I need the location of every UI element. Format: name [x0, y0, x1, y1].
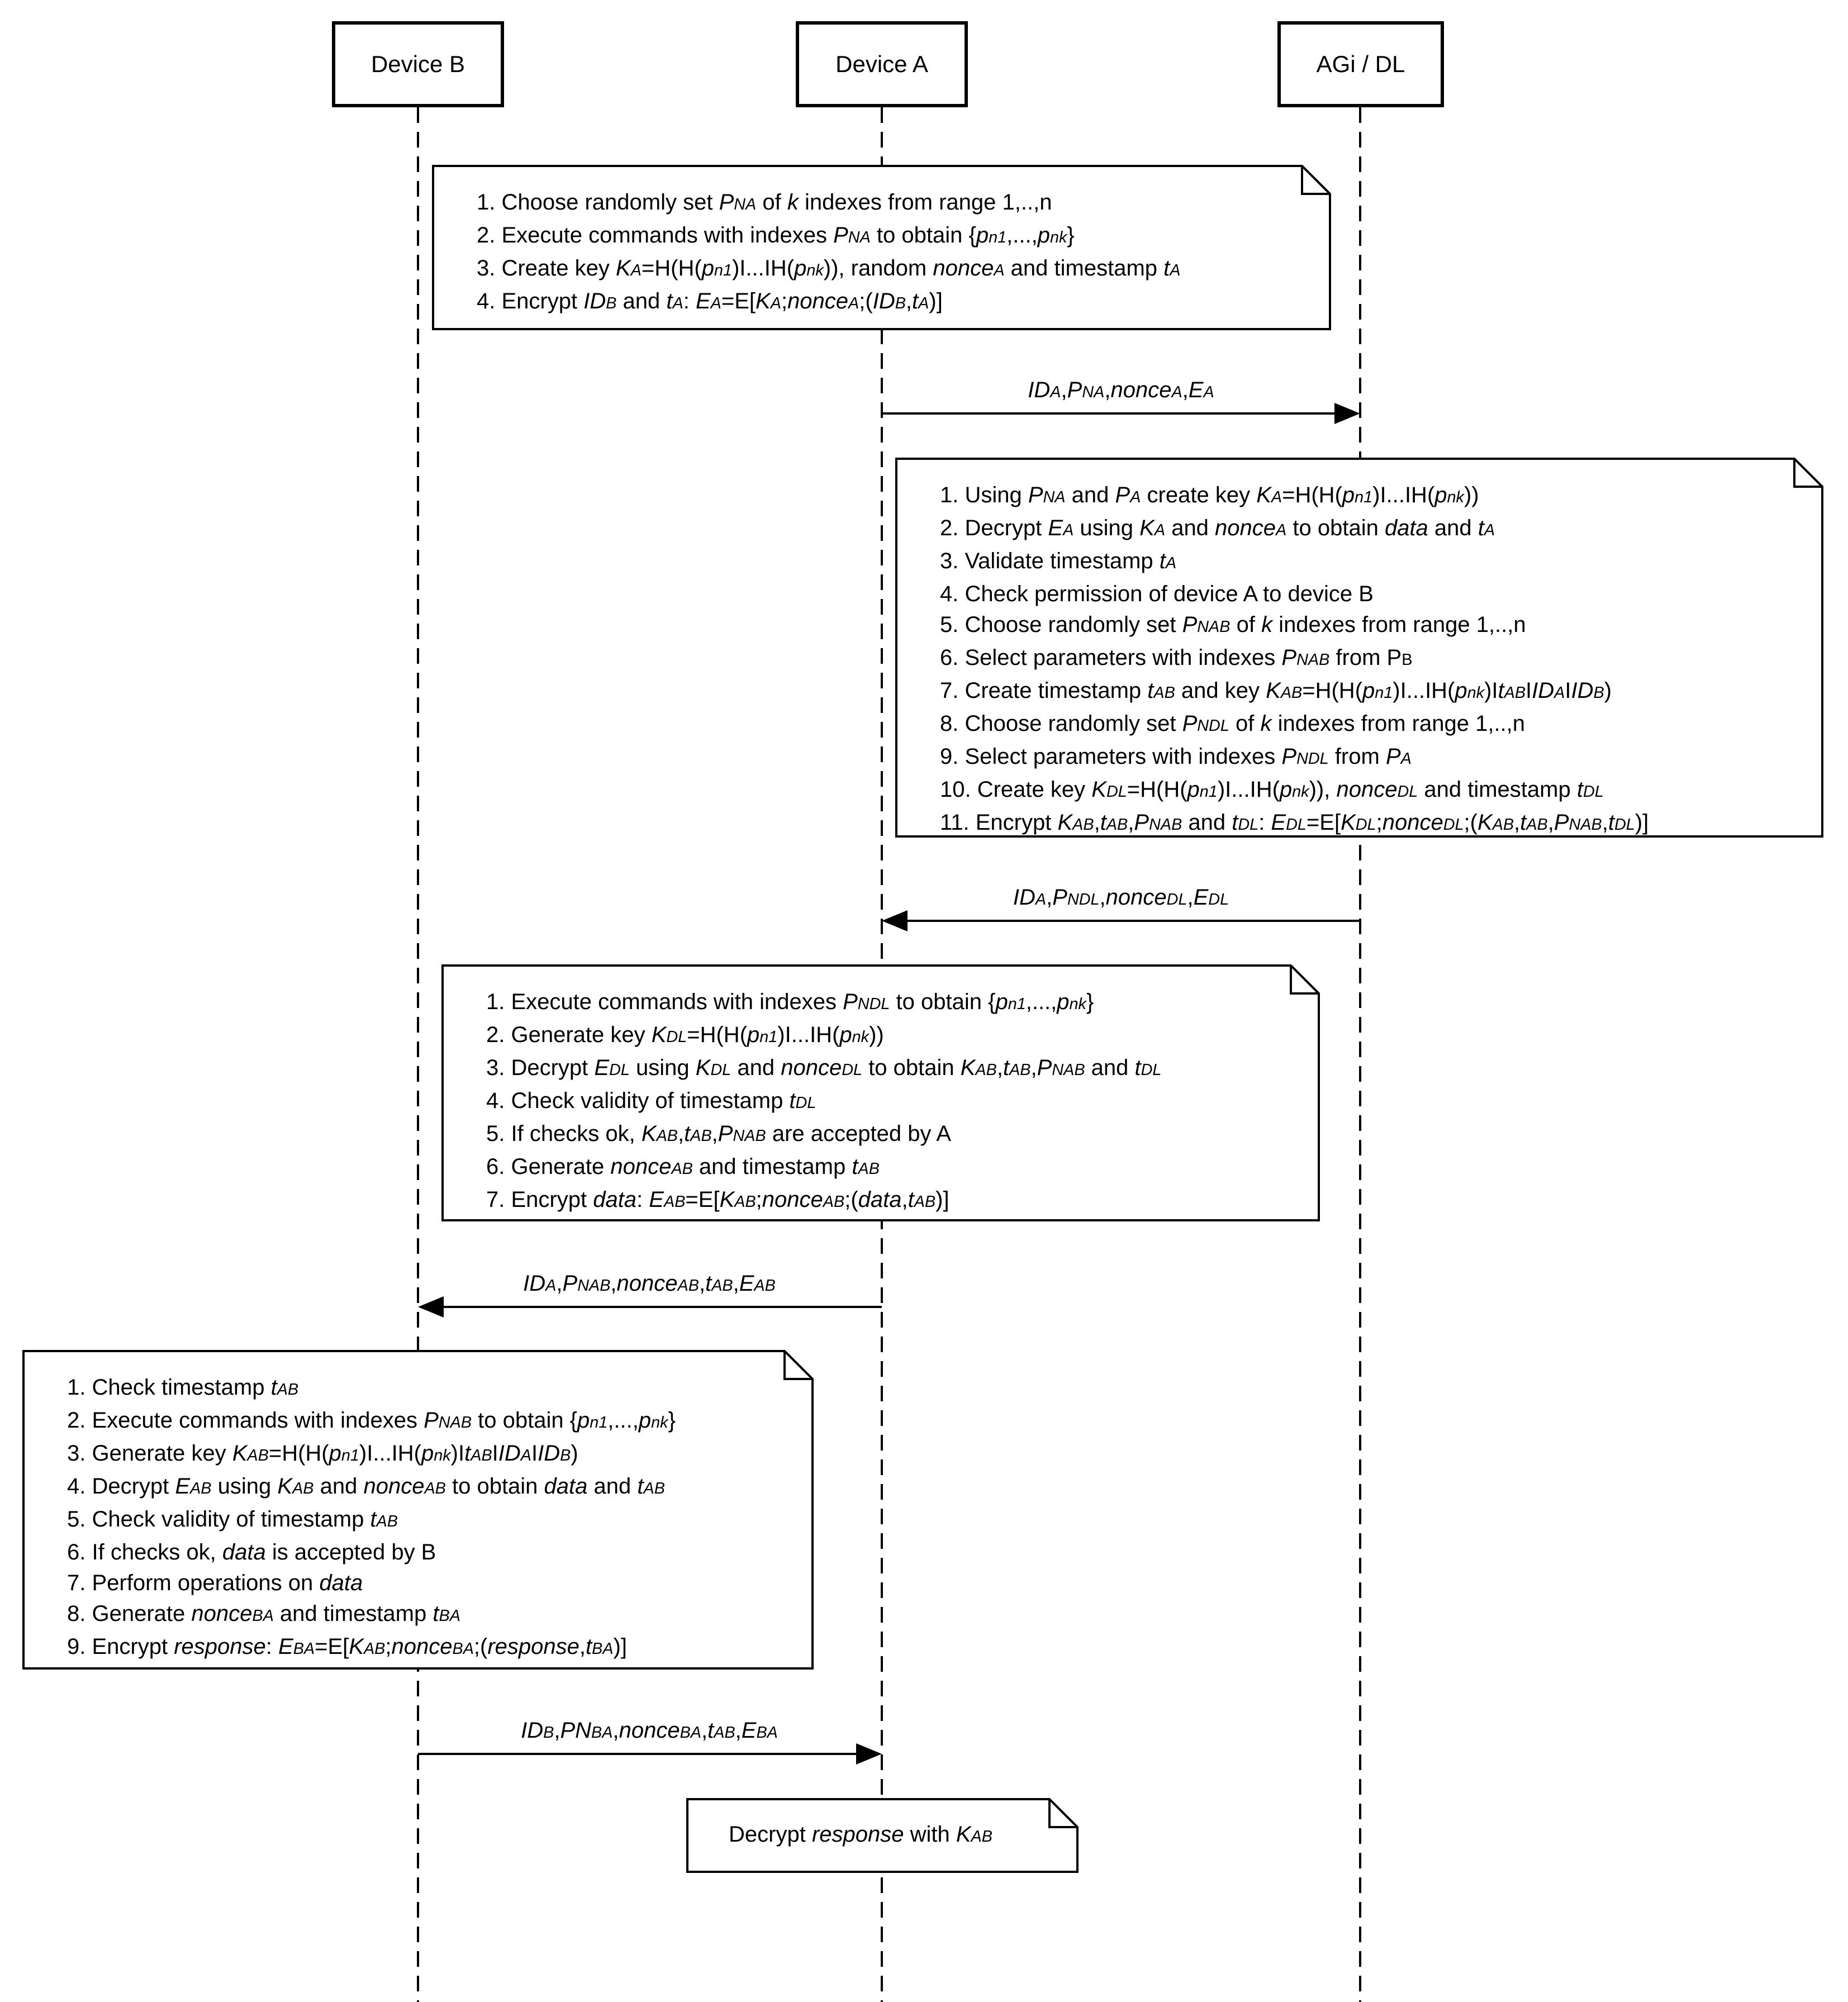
note-line: 7. Encrypt data: EAB=E[KAB;nonceAB;(data… [486, 1187, 949, 1212]
note-box [895, 458, 1823, 838]
participant-device-a: Device A [796, 21, 968, 107]
note-line: 1. Choose randomly set PNA of k indexes … [477, 190, 1052, 215]
arrow-head-icon [418, 1296, 444, 1318]
note-line: 1. Check timestamp tAB [67, 1375, 299, 1400]
note-fold-icon [1301, 166, 1330, 195]
participant-agi-dl: AGi / DL [1277, 21, 1444, 107]
note-line: 8. Generate nonceBA and timestamp tBA [67, 1601, 460, 1626]
note-line: 3. Create key KA=H(H(pn1)I...IH(pnk)), r… [477, 256, 1181, 280]
note-fold-icon [783, 1351, 813, 1380]
note-line: 8. Choose randomly set PNDL of k indexes… [940, 711, 1526, 736]
note-line: 6. Generate nonceAB and timestamp tAB [486, 1154, 880, 1179]
note-device-a-process-response: 1. Execute commands with indexes PNDL to… [443, 966, 1319, 1220]
note-line: 3. Validate timestamp tA [940, 549, 1177, 573]
note-line: 1. Execute commands with indexes PNDL to… [486, 990, 1094, 1014]
note-device-a-decrypt-response: Decrypt response with KAB [687, 1799, 1077, 1872]
note-line: 4. Check permission of device A to devic… [940, 582, 1374, 606]
note-line: 6. If checks ok, data is accepted by B [67, 1540, 436, 1564]
note-line: 2. Execute commands with indexes PNA to … [477, 223, 1075, 248]
note-line: 5. Choose randomly set PNAB of k indexes… [940, 612, 1526, 637]
message-a-to-agi: IDA,PNA,nonceA,EA [1028, 378, 1214, 402]
note-device-a-prepare-request: 1. Choose randomly set PNA of k indexes … [433, 166, 1330, 329]
note-line: Decrypt response with KAB [729, 1822, 992, 1847]
note-fold-icon [1290, 966, 1319, 995]
note-line: 7. Create timestamp tAB and key KAB=H(H(… [940, 678, 1612, 703]
note-line: 4. Encrypt IDB and tA: EA=E[KA;nonceA;(I… [477, 289, 943, 313]
note-line: 6. Select parameters with indexes PNAB f… [940, 645, 1413, 670]
note-line: 7. Perform operations on data [67, 1571, 363, 1595]
note-line: 11. Encrypt KAB,tAB,PNAB and tDL: EDL=E[… [940, 810, 1649, 835]
message-a-to-b: IDA,PNAB,nonceAB,tAB,EAB [523, 1271, 776, 1296]
note-box [22, 1350, 814, 1670]
arrow-head-icon [856, 1743, 882, 1765]
participant-device-b: Device B [332, 21, 504, 107]
note-line: 2. Decrypt EA using KA and nonceA to obt… [940, 516, 1495, 540]
note-box [432, 165, 1331, 330]
note-agi-process-request: 1. Using PNA and PA create key KA=H(H(pn… [896, 459, 1822, 836]
note-fold-icon [1793, 459, 1822, 488]
note-line: 2. Generate key KDL=H(H(pn1)I...IH(pnk)) [486, 1023, 884, 1047]
note-line: 10. Create key KDL=H(H(pn1)I...IH(pnk)),… [940, 777, 1604, 802]
note-line: 5. If checks ok, KAB,tAB,PNAB are accept… [486, 1121, 952, 1146]
note-line: 3. Decrypt EDL using KDL and nonceDL to … [486, 1055, 1162, 1080]
note-line: 5. Check validity of timestamp tAB [67, 1507, 398, 1532]
note-line: 4. Decrypt EAB using KAB and nonceAB to … [67, 1474, 665, 1499]
arrow-head-icon [1334, 403, 1360, 424]
note-line: 9. Encrypt response: EBA=E[KAB;nonceBA;(… [67, 1634, 628, 1659]
note-box [686, 1798, 1079, 1873]
note-line: 9. Select parameters with indexes PNDL f… [940, 744, 1412, 769]
message-b-to-a: IDB,PNBA,nonceBA,tAB,EBA [521, 1718, 778, 1743]
note-device-b-process-message: 1. Check timestamp tAB 2. Execute command… [23, 1351, 813, 1668]
note-line: 1. Using PNA and PA create key KA=H(H(pn… [940, 483, 1479, 507]
note-line: 2. Execute commands with indexes PNAB to… [67, 1408, 676, 1433]
arrow-head-icon [882, 910, 908, 931]
note-box [441, 964, 1320, 1221]
message-agi-to-a: IDA,PNDL,nonceDL,EDL [1013, 885, 1229, 910]
note-line: 3. Generate key KAB=H(H(pn1)I...IH(pnk)I… [67, 1441, 578, 1466]
note-line: 4. Check validity of timestamp tDL [486, 1088, 816, 1113]
note-fold-icon [1048, 1799, 1077, 1828]
